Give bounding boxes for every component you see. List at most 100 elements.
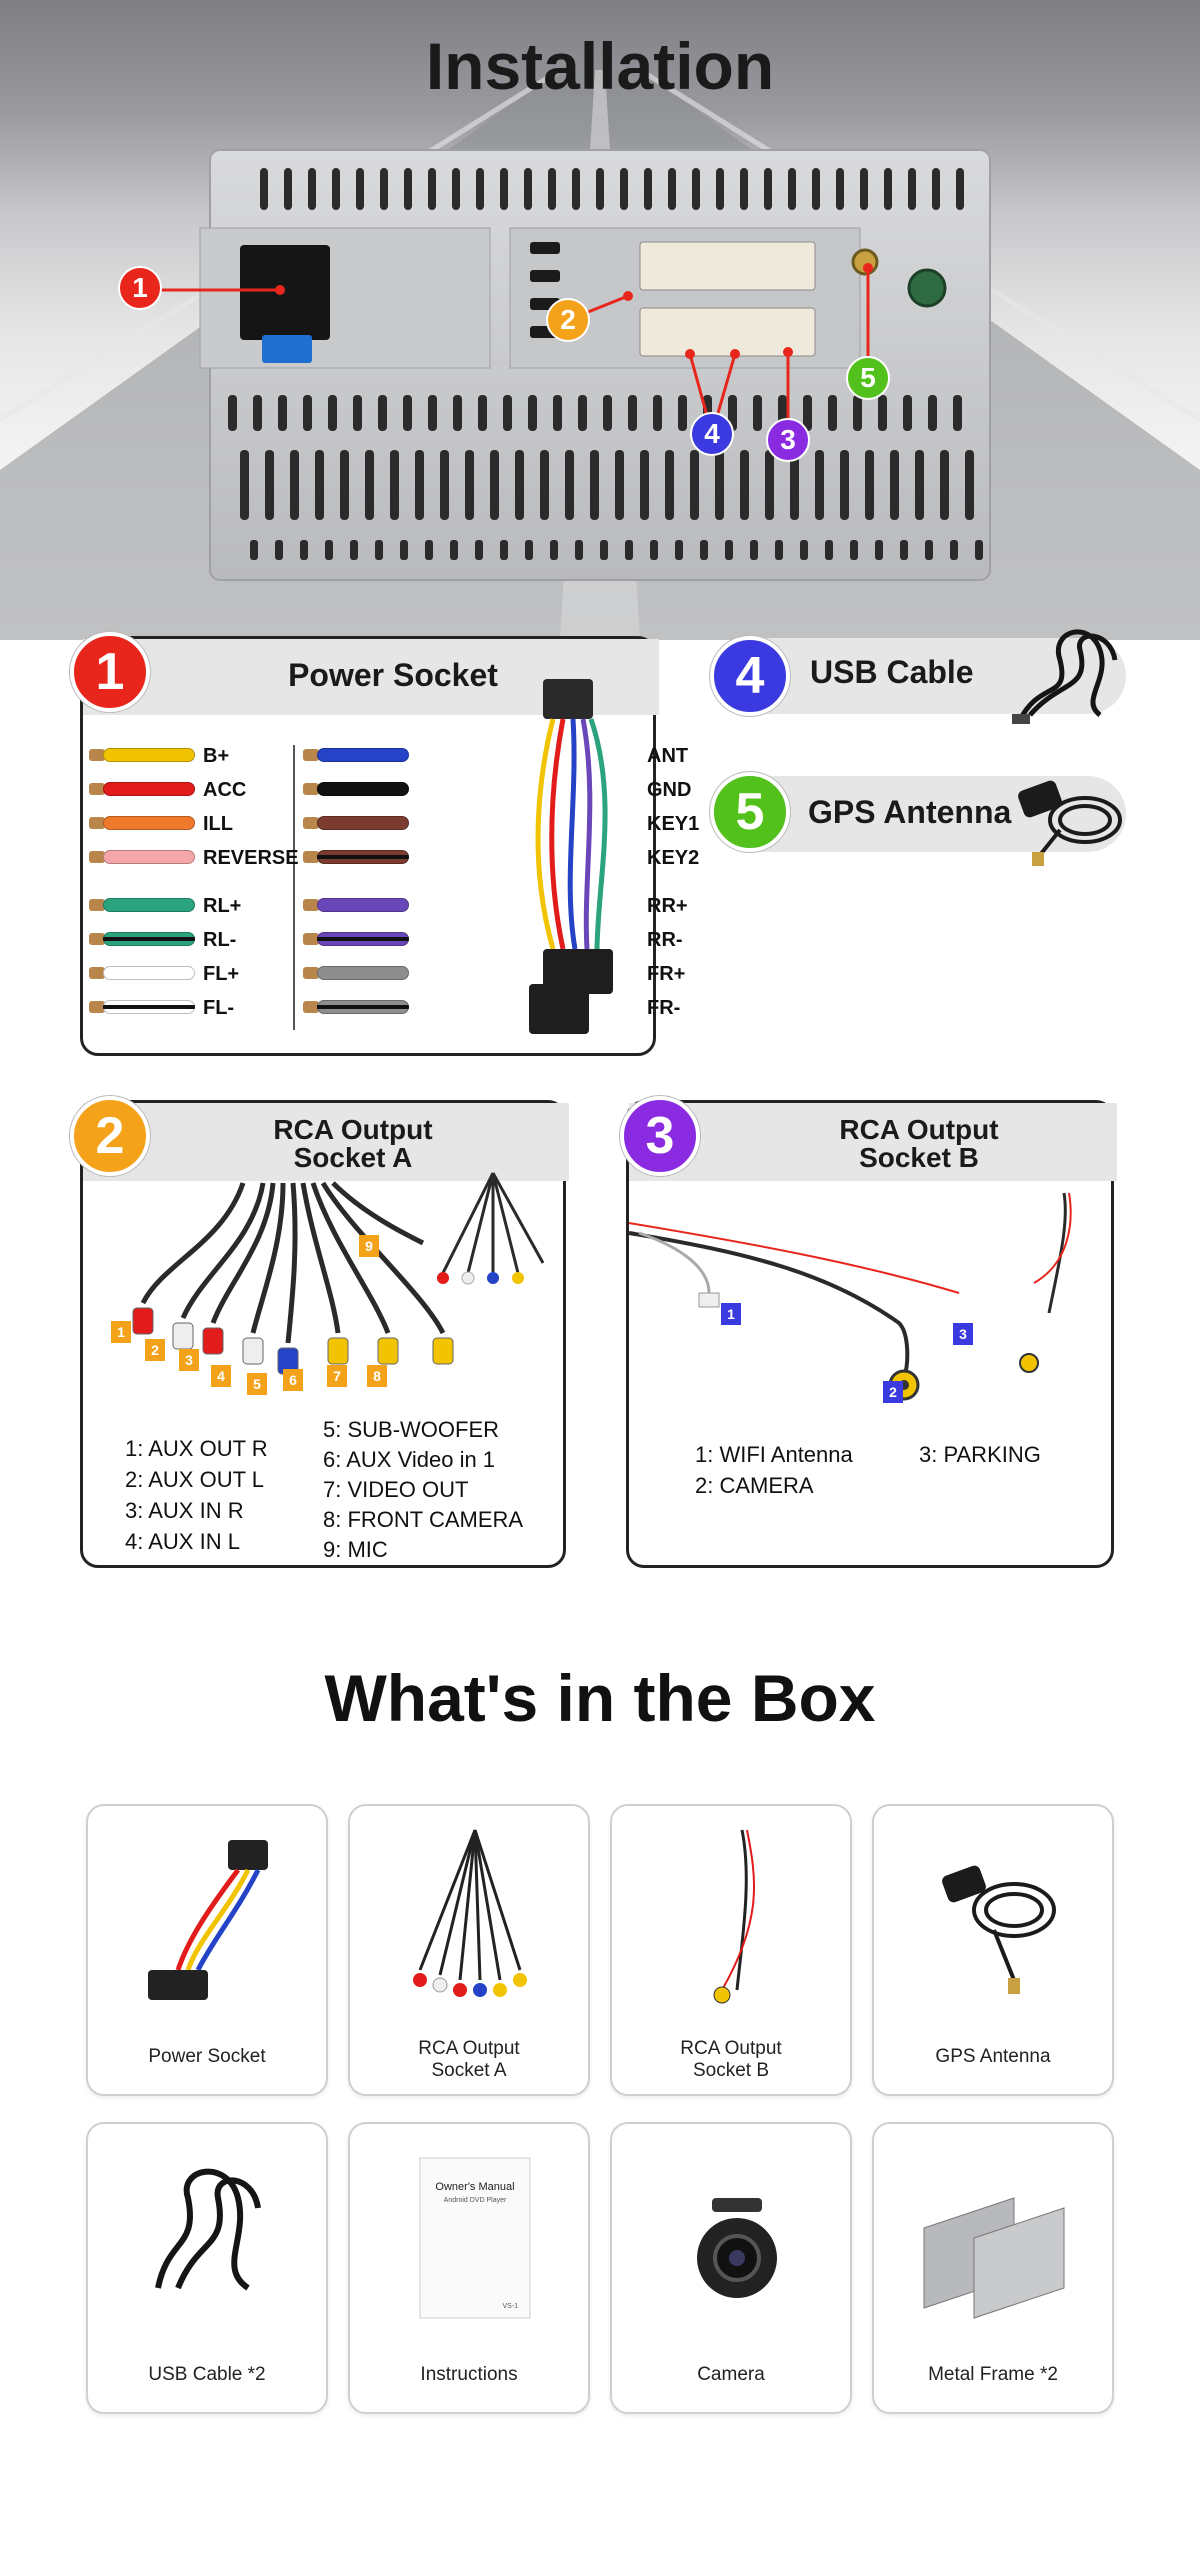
usb-cable-title: USB Cable xyxy=(810,654,974,690)
wire-color-bar xyxy=(103,782,195,796)
wire-terminal-icon xyxy=(89,967,105,979)
box-item-card: Metal Frame *2 xyxy=(872,2122,1114,2414)
head-unit-back-panel xyxy=(199,149,991,581)
wire-label: RR- xyxy=(647,929,683,951)
wire-color-bar xyxy=(317,932,409,946)
gps-antenna-title: GPS Antenna xyxy=(808,794,1012,830)
wire-label: FR- xyxy=(647,997,681,1019)
wire-terminal-icon xyxy=(89,783,105,795)
rca-b-title-line2: Socket B xyxy=(859,1142,979,1173)
rca-a-plug-number: 8 xyxy=(367,1365,387,1387)
rca-a-items-left: 1: AUX OUT R 2: AUX OUT L 3: AUX IN R 4:… xyxy=(125,1433,268,1557)
rca-a-plug-number: 2 xyxy=(145,1339,165,1361)
rca-a-item: 2: AUX OUT L xyxy=(125,1467,264,1492)
box-item-image xyxy=(380,1820,560,2015)
callout-badge-1: 1 xyxy=(118,266,162,310)
wire-label: FR+ xyxy=(647,963,686,985)
box-item-card: Power Socket xyxy=(86,1804,328,2096)
wire-color-bar xyxy=(317,966,409,980)
power-wire-row: KEY1 xyxy=(303,813,699,835)
rca-a-plug-number: 6 xyxy=(283,1369,303,1391)
box-item-image xyxy=(904,2138,1084,2333)
rca-a-plug-number: 3 xyxy=(179,1349,199,1371)
wire-terminal-icon xyxy=(303,783,319,795)
box-item-card: USB Cable *2 xyxy=(86,2122,328,2414)
power-wire-row: ANT xyxy=(303,745,688,767)
box-item-image xyxy=(904,1820,1084,2015)
installation-hero: Installation 1 xyxy=(0,0,1200,640)
power-wire-row: B+ xyxy=(89,745,309,767)
wire-color-bar xyxy=(103,932,195,946)
wire-terminal-icon xyxy=(303,851,319,863)
callout-badge-4: 4 xyxy=(690,412,734,456)
wire-color-bar xyxy=(317,748,409,762)
gps-antenna-image xyxy=(1018,780,1122,866)
power-wire-row: KEY2 xyxy=(303,847,699,869)
gps-antenna-number-badge: 5 xyxy=(710,772,790,852)
wire-label: GND xyxy=(647,779,692,801)
box-item-label: Instructions xyxy=(420,2364,518,2385)
callout-badge-5: 5 xyxy=(846,356,890,400)
wire-color-bar xyxy=(103,816,195,830)
rca-a-plug-number: 5 xyxy=(247,1373,267,1395)
rca-a-title-line1: RCA Output xyxy=(273,1114,433,1145)
wire-color-bar xyxy=(317,898,409,912)
box-title: What's in the Box xyxy=(324,1661,876,1735)
power-socket-number-badge: 1 xyxy=(70,632,150,712)
wire-label: RR+ xyxy=(647,895,688,917)
wire-color-bar xyxy=(103,850,195,864)
box-item-image xyxy=(642,1820,822,2015)
manual-code: VS-1 xyxy=(502,2303,518,2310)
rca-b-item: 3: PARKING xyxy=(919,1442,1041,1467)
wire-color-bar xyxy=(103,748,195,762)
rca-a-title-line2: Socket A xyxy=(293,1142,413,1173)
wire-label: ACC xyxy=(203,779,247,801)
wire-terminal-icon xyxy=(303,1001,319,1013)
power-wire-row: RR- xyxy=(303,929,683,951)
rca-a-item: 8: FRONT CAMERA xyxy=(323,1507,524,1532)
rca-b-items-right: 3: PARKING xyxy=(919,1439,1041,1470)
wire-color-bar xyxy=(317,1000,409,1014)
box-item-label: RCA Output xyxy=(418,2038,520,2059)
rca-a-items-right: 5: SUB-WOOFER 6: AUX Video in 1 7: VIDEO… xyxy=(323,1415,523,1565)
power-wire-row: FL- xyxy=(89,997,309,1019)
rca-a-cable-image xyxy=(132,1181,454,1375)
power-wire-row: ACC xyxy=(89,779,309,801)
wire-terminal-icon xyxy=(303,933,319,945)
wire-terminal-icon xyxy=(89,899,105,911)
rca-b-number-badge: 3 xyxy=(620,1096,700,1176)
wire-label: ANT xyxy=(647,745,689,767)
wire-color-bar xyxy=(317,850,409,864)
rca-a-plug-number: 7 xyxy=(327,1365,347,1387)
rca-a-plug-number: 1 xyxy=(111,1321,131,1343)
rca-b-item: 2: CAMERA xyxy=(695,1473,814,1498)
power-harness-image xyxy=(529,679,613,1034)
wire-terminal-icon xyxy=(303,817,319,829)
wire-label: RL+ xyxy=(203,895,242,917)
rca-a-item: 3: AUX IN R xyxy=(125,1498,244,1523)
rca-a-item: 5: SUB-WOOFER xyxy=(323,1417,500,1442)
wire-terminal-icon xyxy=(303,749,319,761)
wire-color-bar xyxy=(103,966,195,980)
rca-b-cable-image xyxy=(628,1192,1072,1401)
box-item-label: Power Socket xyxy=(148,2046,266,2067)
power-wire-row: FR+ xyxy=(303,963,685,985)
rca-a-number-badge: 2 xyxy=(70,1096,150,1176)
power-wire-row: RL- xyxy=(89,929,309,951)
wire-label: REVERSE xyxy=(203,847,299,869)
box-item-label: USB Cable *2 xyxy=(148,2364,266,2385)
wire-terminal-icon xyxy=(303,899,319,911)
wire-terminal-icon xyxy=(89,749,105,761)
usb-cable-number-badge: 4 xyxy=(710,636,790,716)
wire-color-bar xyxy=(103,1000,195,1014)
wire-label: ILL xyxy=(203,813,233,835)
wire-terminal-icon xyxy=(89,1001,105,1013)
rca-a-item: 4: AUX IN L xyxy=(125,1529,240,1554)
callout-badge-3: 3 xyxy=(766,418,810,462)
box-item-image xyxy=(118,2138,298,2333)
